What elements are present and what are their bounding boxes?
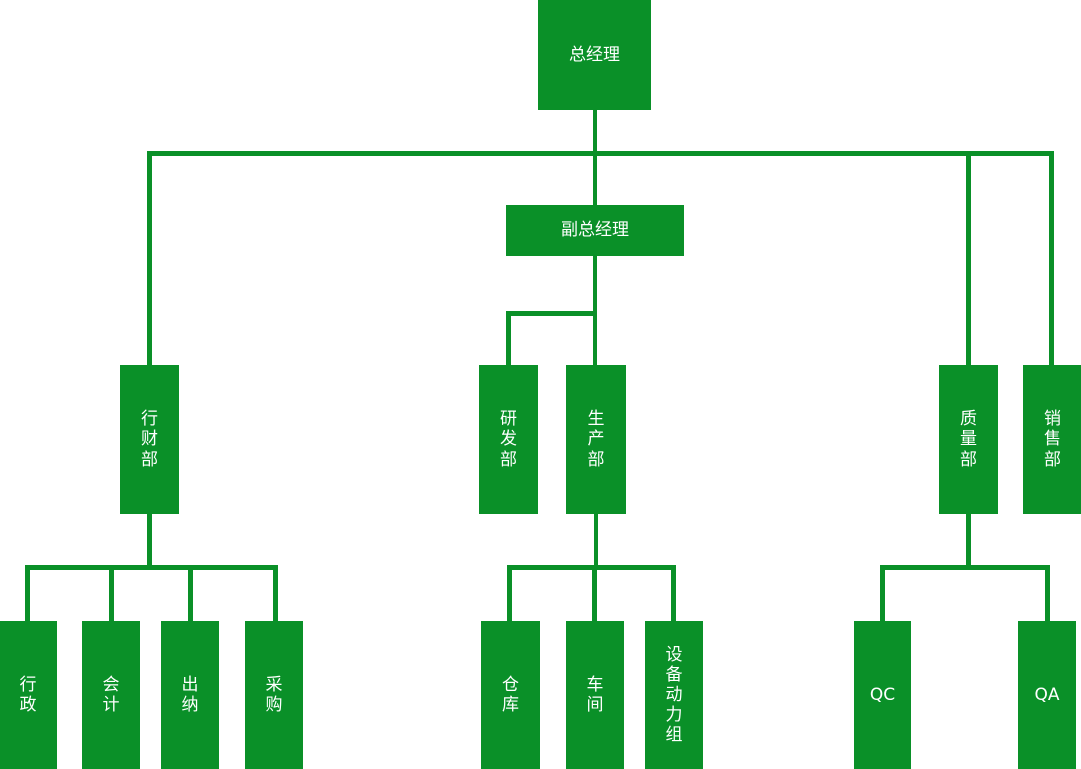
connector-admin-finance-stem <box>147 513 152 569</box>
node-purchasing[interactable]: 采购 <box>245 621 303 769</box>
connector-top-bus <box>148 151 1054 156</box>
node-admin-finance-dept[interactable]: 行财部 <box>120 365 179 514</box>
connector-drop-quality <box>966 151 971 366</box>
connector-gm-stem <box>593 110 597 155</box>
node-label: 研发部 <box>500 409 517 470</box>
connector-drop-equipment-power <box>671 565 676 623</box>
node-label: 出纳 <box>181 674 199 715</box>
connector-admin-finance-bus <box>25 565 278 570</box>
node-label: 仓库 <box>502 674 519 715</box>
node-qa[interactable]: QA <box>1018 621 1076 769</box>
connector-drop-purchasing <box>273 565 278 623</box>
connector-drop-sales <box>1049 151 1054 366</box>
node-label: 行政 <box>19 674 37 715</box>
connector-quality-bus <box>880 565 1050 570</box>
connector-production-bus <box>507 565 676 570</box>
node-general-manager[interactable]: 总经理 <box>538 0 651 110</box>
node-sales-dept[interactable]: 销售部 <box>1023 365 1081 514</box>
connector-drop-workshop <box>592 565 597 623</box>
connector-drop-qc <box>880 565 885 623</box>
node-rd-dept[interactable]: 研发部 <box>479 365 538 514</box>
node-equipment-power-group[interactable]: 设备动力组 <box>645 621 703 769</box>
connector-drop-rd <box>506 311 511 367</box>
node-label: 副总经理 <box>561 220 629 241</box>
node-label: 车间 <box>586 674 604 715</box>
node-label: QA <box>1034 684 1060 705</box>
node-label: QC <box>869 684 896 705</box>
node-label: 销售部 <box>1044 409 1061 470</box>
node-label: 采购 <box>265 674 283 715</box>
node-production-dept[interactable]: 生产部 <box>566 365 626 514</box>
connector-drop-warehouse <box>507 565 512 623</box>
connector-drop-admin-finance <box>147 151 152 366</box>
node-label: 行财部 <box>141 409 158 470</box>
node-workshop[interactable]: 车间 <box>566 621 624 769</box>
connector-drop-deputy-gm <box>593 151 597 206</box>
node-label: 质量部 <box>960 409 977 470</box>
connector-drop-cashier <box>188 565 193 623</box>
node-label: 总经理 <box>569 44 620 65</box>
node-cashier[interactable]: 出纳 <box>161 621 219 769</box>
node-label: 会计 <box>102 674 120 715</box>
node-quality-dept[interactable]: 质量部 <box>939 365 998 514</box>
node-label: 生产部 <box>587 409 605 470</box>
node-label: 设备动力组 <box>665 644 683 746</box>
connector-quality-stem <box>966 513 971 569</box>
connector-production-stem <box>594 513 598 569</box>
connector-drop-administration <box>25 565 30 623</box>
node-deputy-general-manager[interactable]: 副总经理 <box>506 205 684 256</box>
connector-drop-qa <box>1045 565 1050 623</box>
node-warehouse[interactable]: 仓库 <box>481 621 540 769</box>
connector-drop-accounting <box>109 565 114 623</box>
node-accounting[interactable]: 会计 <box>82 621 140 769</box>
node-administration[interactable]: 行政 <box>0 621 57 769</box>
connector-deputy-bus <box>506 311 597 316</box>
node-qc[interactable]: QC <box>854 621 911 769</box>
